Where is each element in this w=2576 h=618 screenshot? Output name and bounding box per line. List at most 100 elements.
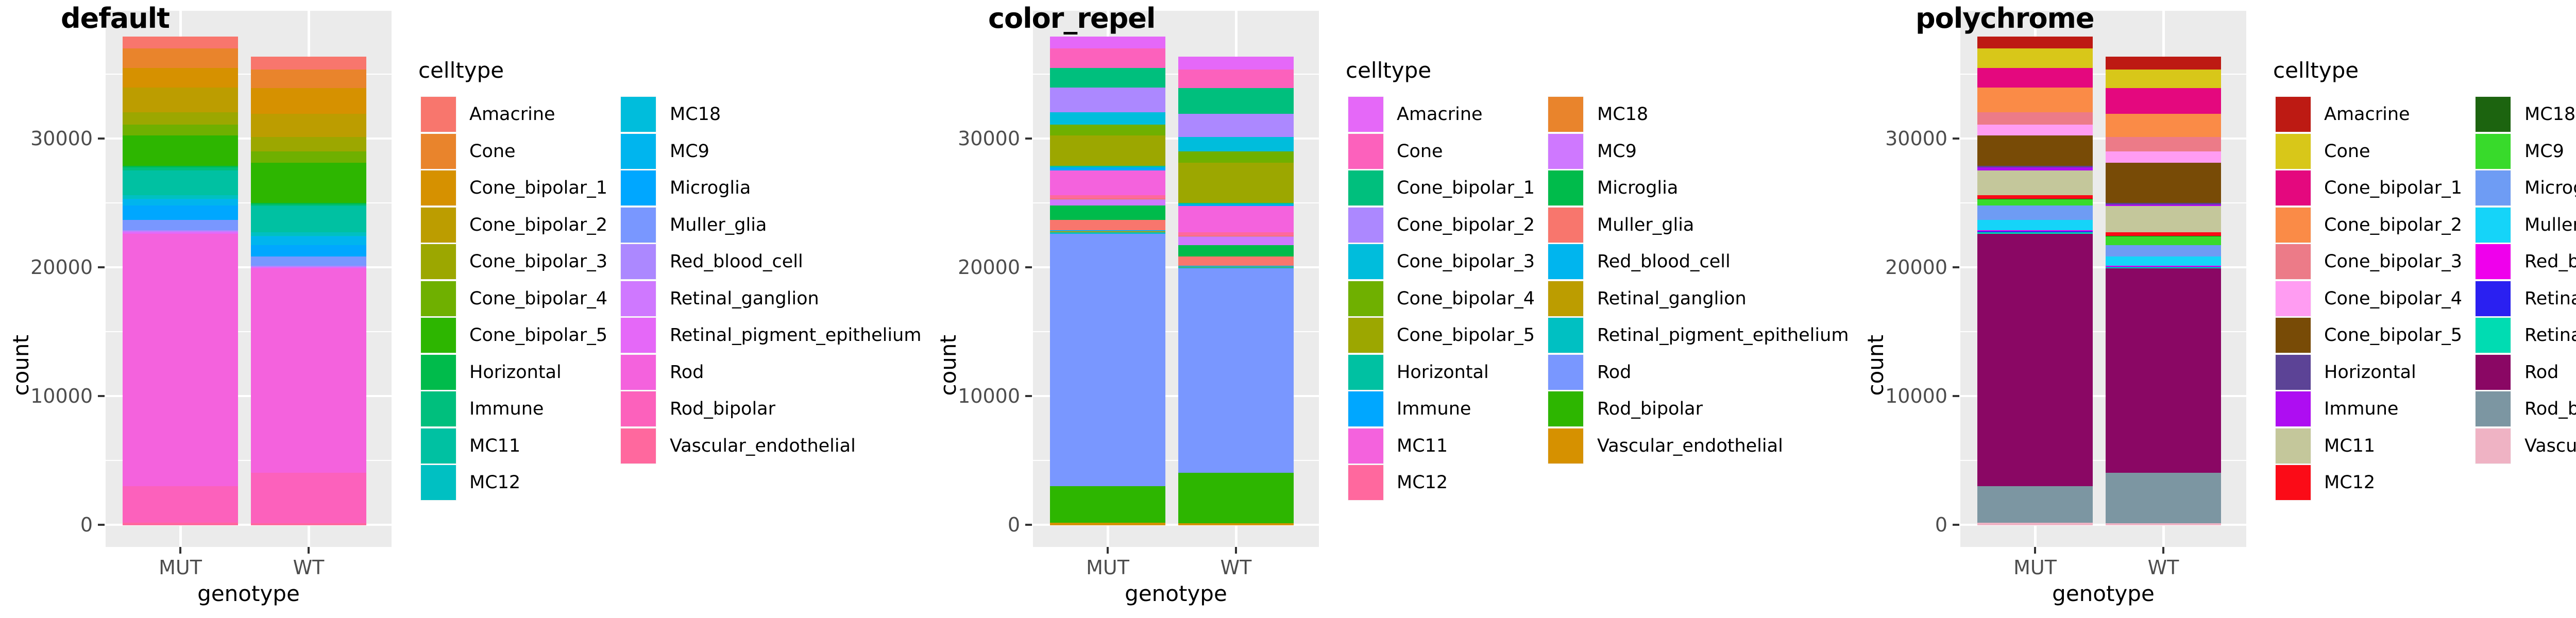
stacked-bar-WT xyxy=(251,11,366,547)
legend-label-Microglia: Microglia xyxy=(1597,178,1679,198)
legend-key-Retinal_pigment_epithelium xyxy=(2475,317,2511,353)
legend-key-MC9 xyxy=(1548,133,1584,169)
bar-segment-MC11 xyxy=(1977,170,2093,195)
bar-segment-Retinal_pigment_epithelium xyxy=(251,267,366,269)
legend-label-Horizontal: Horizontal xyxy=(2324,362,2416,383)
bar-segment-Cone_bipolar_1 xyxy=(1178,88,1294,114)
bar-segment-MC9 xyxy=(1977,199,2093,206)
gridline-30000 xyxy=(1033,138,1319,140)
bar-segment-MC12 xyxy=(1050,195,1165,199)
legend-label-Vascular_endothelial: Vascular_endothelial xyxy=(1597,435,1783,456)
legend-key-Cone_bipolar_4 xyxy=(420,280,456,317)
bar-segment-MC12 xyxy=(1977,195,2093,199)
legend-key-Cone_bipolar_3 xyxy=(2275,244,2311,280)
legend-key-Cone_bipolar_3 xyxy=(420,244,456,280)
y-tick-mark-20000 xyxy=(1025,266,1032,268)
bar-segment-Cone_bipolar_5 xyxy=(123,135,238,166)
legend-key-Rod_bipolar xyxy=(620,391,656,427)
legend-label-Cone_bipolar_2: Cone_bipolar_2 xyxy=(1397,214,1535,235)
bar-segment-Horizontal xyxy=(1050,165,1165,168)
gridline-20000 xyxy=(106,266,392,268)
legend-label-Muller_glia: Muller_glia xyxy=(670,214,767,235)
legend-key-Amacrine xyxy=(1348,96,1384,132)
gridline-10000 xyxy=(106,395,392,397)
bar-segment-Microglia xyxy=(2106,245,2221,256)
gridline-minor-35000 xyxy=(1960,74,2246,75)
x-tick-label-WT: WT xyxy=(293,556,325,579)
legend-label-Muller_glia: Muller_glia xyxy=(2524,214,2576,235)
gridline-30000 xyxy=(1960,138,2246,140)
bar-segment-Amacrine xyxy=(123,37,238,49)
bar-segment-Cone_bipolar_5 xyxy=(251,162,366,203)
legend-key-Retinal_pigment_epithelium xyxy=(620,317,656,353)
gridline-minor-5000 xyxy=(1033,460,1319,461)
bar-segment-Retinal_ganglion xyxy=(1178,266,1294,268)
bar-segment-Retinal_pigment_epithelium xyxy=(2106,267,2221,269)
x-tick-mark-WT xyxy=(2162,547,2164,554)
legend-key-Cone_bipolar_3 xyxy=(1348,244,1384,280)
legend-key-Red_blood_cell xyxy=(2475,244,2511,280)
bar-segment-Immune xyxy=(2106,204,2221,206)
legend-label-Retinal_ganglion: Retinal_ganglion xyxy=(670,288,819,309)
chart-panel-polychrome: polychrome count genotype celltype Amacr… xyxy=(1855,0,2576,618)
legend-label-Red_blood_cell: Red_blood_cell xyxy=(670,251,803,272)
legend-label-Cone: Cone xyxy=(1397,141,1443,162)
gridline-minor-35000 xyxy=(1033,74,1319,75)
legend-key-Amacrine xyxy=(420,96,456,132)
bar-segment-Immune xyxy=(1178,204,1294,206)
legend-label-Vascular_endothelial: Vascular_endothelial xyxy=(670,435,856,456)
gridline-minor-35000 xyxy=(106,74,392,75)
bar-segment-Microglia xyxy=(1050,205,1165,220)
legend-label-Amacrine: Amacrine xyxy=(2324,104,2410,125)
chart-panel-default: default count genotype celltype Amacrine… xyxy=(0,0,927,618)
bar-segment-Retinal_pigment_epithelium xyxy=(1050,232,1165,234)
bar-segment-MC11 xyxy=(1178,205,1294,233)
legend-label-Cone_bipolar_5: Cone_bipolar_5 xyxy=(2324,325,2462,346)
x-tick-label-MUT: MUT xyxy=(2013,556,2057,579)
bar-segment-Rod_bipolar xyxy=(1178,472,1294,523)
x-axis-title: genotype xyxy=(2052,581,2155,606)
legend-label-MC18: MC18 xyxy=(670,104,721,125)
bar-segment-MC9 xyxy=(1178,236,1294,246)
legend-label-Cone: Cone xyxy=(2324,141,2370,162)
x-tick-label-MUT: MUT xyxy=(159,556,202,579)
legend-label-Rod_bipolar: Rod_bipolar xyxy=(1597,399,1703,419)
gridline-minor-15000 xyxy=(1033,331,1319,332)
legend-label-MC9: MC9 xyxy=(670,141,709,162)
bar-segment-Rod xyxy=(1050,233,1165,487)
bar-segment-Retinal_ganglion xyxy=(1050,231,1165,233)
legend-key-Cone_bipolar_1 xyxy=(1348,170,1384,206)
bar-segment-MC9 xyxy=(1050,199,1165,206)
legend-label-Cone_bipolar_1: Cone_bipolar_1 xyxy=(469,178,607,198)
legend-key-Cone_bipolar_5 xyxy=(2275,317,2311,353)
legend-title: celltype xyxy=(2273,58,2359,83)
legend-key-Retinal_ganglion xyxy=(2475,280,2511,317)
legend-key-Cone_bipolar_2 xyxy=(1348,207,1384,243)
legend-key-Microglia xyxy=(1548,170,1584,206)
plot-area xyxy=(1033,11,1319,547)
legend-key-Cone_bipolar_5 xyxy=(420,317,456,353)
bar-segment-MC11 xyxy=(123,170,238,195)
bar-segment-Cone_bipolar_4 xyxy=(1977,124,2093,135)
legend-key-Immune xyxy=(2275,391,2311,427)
legend-label-Cone_bipolar_3: Cone_bipolar_3 xyxy=(1397,251,1535,272)
bar-segment-Vascular_endothelial xyxy=(2106,523,2221,525)
bar-segment-MC12 xyxy=(123,195,238,199)
y-tick-label-10000: 10000 xyxy=(30,385,93,407)
bar-segment-Cone_bipolar_2 xyxy=(1977,87,2093,113)
bar-segment-Rod xyxy=(2106,268,2221,473)
legend-key-Amacrine xyxy=(2275,96,2311,132)
legend-key-MC9 xyxy=(620,133,656,169)
legend-label-Microglia: Microglia xyxy=(670,178,751,198)
legend-label-MC12: MC12 xyxy=(469,472,521,493)
bar-segment-Muller_glia xyxy=(1178,256,1294,266)
legend-key-Cone xyxy=(420,133,456,169)
legend-key-Vascular_endothelial xyxy=(2475,427,2511,464)
bar-segment-Cone xyxy=(1178,69,1294,89)
bar-segment-Immune xyxy=(123,167,238,170)
bar-segment-Red_blood_cell xyxy=(123,230,238,232)
panel-title: polychrome xyxy=(1916,2,2095,35)
bar-segment-Immune xyxy=(1977,167,2093,170)
legend-label-Rod_bipolar: Rod_bipolar xyxy=(2524,399,2576,419)
legend-key-Microglia xyxy=(620,170,656,206)
